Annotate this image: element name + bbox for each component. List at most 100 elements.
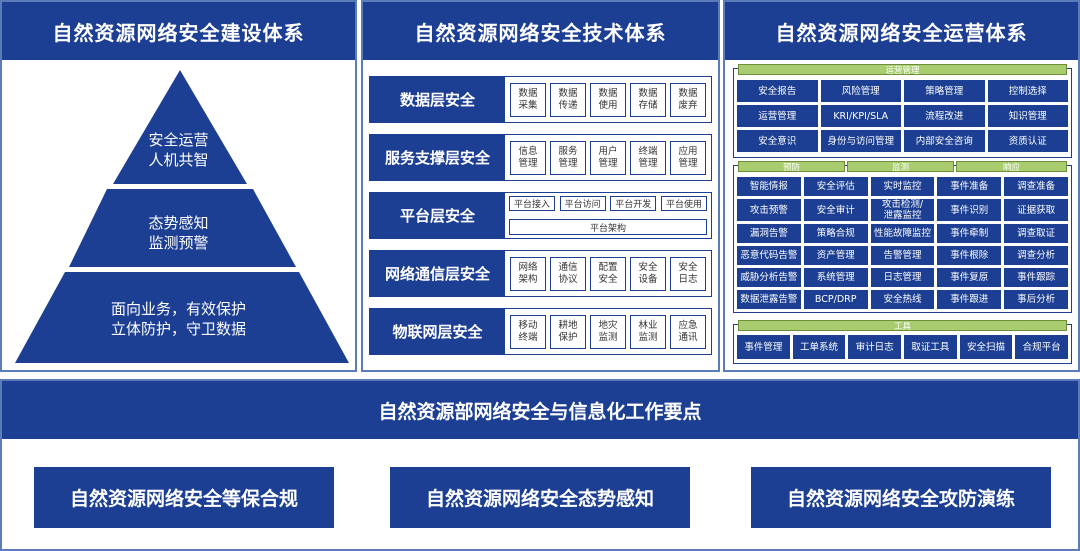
tech-item: 地灾 监测 [590,314,626,349]
pyramid-top-line1: 安全运营 [148,131,209,149]
pdr-cell: 安全评估 [803,177,868,196]
pdr-cell: 事后分析 [1004,290,1068,309]
tech-item: 数据 废弃 [670,82,706,117]
construction-system-panel: 自然资源网络安全建设体系 安全运营 人机共智 态势感知 监测预警 面向业务，有效… [0,0,357,372]
pdr-cell: 智能情报 [737,177,801,196]
pyramid-bottom-label: 面向业务，有效保护 立体防护，守卫数据 [2,299,355,339]
tool-cell: 合规平台 [1015,335,1068,359]
pdr-cell: 证据获取 [1004,199,1068,221]
tech-item: 安全 日志 [670,256,706,291]
pdr-cell: 事件牵制 [937,224,1002,243]
tech-item: 网络 架构 [510,256,546,291]
pdr-cell: 数据泄露告警 [737,290,801,309]
ops-management-cell: 安全报告 [737,80,818,102]
tool-cell: 事件管理 [737,335,790,359]
platform-item: 平台开发 [610,196,657,211]
tech-item: 数据 使用 [590,82,626,117]
tool-cell: 取证工具 [904,335,957,359]
pdr-cell: 告警管理 [870,246,935,265]
pyramid-top-line2: 人机共智 [148,151,209,169]
tech-row-label: 数据层安全 [370,77,505,122]
tech-item: 应急 通讯 [670,314,706,349]
pdr-cell: 日志管理 [870,268,935,287]
work-points-title: 自然资源部网络安全与信息化工作要点 [2,381,1078,439]
pdr-header-monitor: 监测 [847,161,954,173]
ops-management-cell: 内部安全咨询 [904,130,985,152]
pyramid-middle-line1: 态势感知 [148,214,209,232]
pdr-cell: 事件识别 [937,199,1002,221]
platform-item: 平台接入 [509,196,555,211]
tech-row-network-layer: 网络通信层安全 网络 架构 通信 协议 配置 安全 安全 设备 安全 日志 [369,250,712,297]
pdr-cell: 调查准备 [1004,177,1068,196]
pyramid-bottom-tier [15,272,349,363]
technology-system-panel: 自然资源网络安全技术体系 数据层安全 数据 采集 数据 传递 数据 使用 数据 … [361,0,720,372]
tech-item: 安全 设备 [630,256,666,291]
ops-management-cell: 风险管理 [820,80,901,102]
tech-item: 应用 管理 [670,140,706,175]
platform-item: 平台使用 [660,196,707,211]
pdr-cell: 恶意代码告警 [737,246,801,265]
attack-defense-drill-box: 自然资源网络安全攻防演练 [751,467,1051,528]
tech-item: 终端 管理 [630,140,666,175]
tech-item: 通信 协议 [550,256,586,291]
ops-management-cell: 控制选择 [987,80,1068,102]
pdr-header-prevent: 预防 [738,161,845,173]
operations-system-title: 自然资源网络安全运营体系 [725,2,1078,60]
pdr-cell: 事件跟进 [937,290,1002,309]
work-points-panel: 自然资源部网络安全与信息化工作要点 自然资源网络安全等保合规 自然资源网络安全态… [0,379,1080,551]
pdr-cell: 事件准备 [937,177,1002,196]
tool-cell: 审计日志 [848,335,901,359]
pdr-cell: 事件根除 [937,246,1002,265]
pdr-cell: 调查分析 [1004,246,1068,265]
pdr-cell: 攻击检测/ 泄露监控 [870,199,935,221]
ops-management-cell: 策略管理 [904,80,985,102]
tool-cell: 安全扫描 [959,335,1013,359]
pdr-cell: 漏洞告警 [737,224,801,243]
tools-grid: 事件管理工单系统审计日志取证工具安全扫描合规平台 [737,335,1068,359]
pyramid-middle-label: 态势感知 监测预警 [2,213,355,253]
pdr-cell: 事件复原 [937,268,1002,287]
pdr-cell: 策略合规 [803,224,868,243]
tech-item: 数据 存储 [630,82,666,117]
pyramid-top-label: 安全运营 人机共智 [2,130,355,170]
tech-item: 移动 终端 [510,314,546,349]
tech-item: 林业 监测 [630,314,666,349]
pdr-cell: 安全审计 [803,199,868,221]
tech-item: 数据 传递 [550,82,586,117]
tech-row-platform-layer: 平台层安全 平台接入 平台访问 平台开发 平台使用 平台架构 [369,192,712,239]
tech-row-label: 网络通信层安全 [370,251,505,296]
tech-item: 用户 管理 [590,140,626,175]
tech-row-service-layer: 服务支撑层安全 信息 管理 服务 管理 用户 管理 终端 管理 应用 管理 [369,134,712,181]
pdr-header-respond: 响应 [956,161,1067,173]
pdr-cell: 实时监控 [870,177,935,196]
tech-item: 信息 管理 [510,140,546,175]
ops-management-cell: 安全意识 [737,130,818,152]
tech-item: 配置 安全 [590,256,626,291]
pdr-cell: 威胁分析告警 [737,268,801,287]
pdr-cell: 事件跟踪 [1004,268,1068,287]
tools-header: 工具 [738,320,1067,332]
pdr-cell: 攻击预警 [737,199,801,221]
ops-management-cell: 资质认证 [987,130,1068,152]
tech-row-label: 服务支撑层安全 [370,135,505,180]
ops-management-cell: 运营管理 [737,105,818,127]
ops-management-header: 运营管理 [738,64,1067,76]
ops-management-cell: 身份与访问管理 [820,130,901,152]
pyramid-diagram [15,70,349,363]
tech-row-label: 平台层安全 [370,193,505,238]
tech-item: 耕地 保护 [550,314,586,349]
pdr-cell: 系统管理 [803,268,868,287]
pdr-cell: BCP/DRP [803,290,868,309]
tech-row-iot-layer: 物联网层安全 移动 终端 耕地 保护 地灾 监测 林业 监测 应急 通讯 [369,308,712,355]
pdr-grid: 智能情报安全评估实时监控事件准备调查准备攻击预警安全审计攻击检测/ 泄露监控事件… [737,177,1068,309]
ops-management-cell: 流程改进 [904,105,985,127]
ops-management-cell: 知识管理 [987,105,1068,127]
situational-awareness-box: 自然资源网络安全态势感知 [390,467,690,528]
pdr-cell: 安全热线 [870,290,935,309]
pyramid-bottom-line1: 面向业务，有效保护 [110,300,246,318]
tool-cell: 工单系统 [792,335,846,359]
tech-item: 数据 采集 [510,82,546,117]
pyramid-middle-line2: 监测预警 [148,234,209,252]
